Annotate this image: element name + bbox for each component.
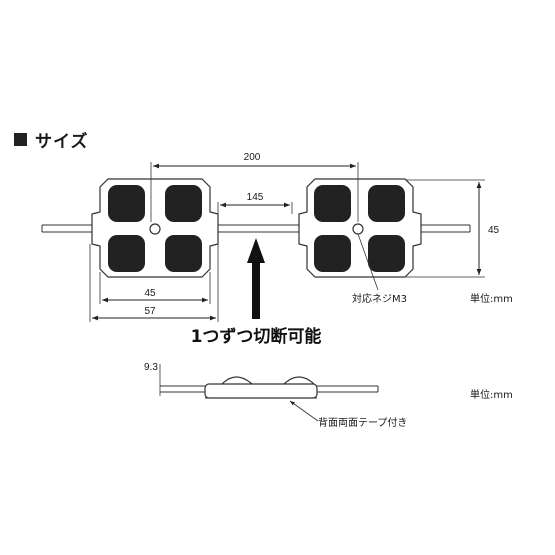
dimension-145-label: 145 xyxy=(247,192,264,203)
led-lens xyxy=(368,235,405,272)
led-lens xyxy=(108,235,145,272)
dimension-200: 200 xyxy=(150,152,359,222)
dimension-45-label: 45 xyxy=(144,288,156,299)
screw-hole xyxy=(352,223,364,235)
led-module-right xyxy=(298,178,422,278)
cut-label: 1つずつ切断可能 xyxy=(191,326,322,347)
dimension-57: 57 xyxy=(89,244,219,322)
dimension-45-height: 45 xyxy=(405,179,500,278)
side-view: 9.3 背面両面テープ付き xyxy=(144,362,407,429)
led-lens xyxy=(368,185,405,222)
cut-arrow-icon xyxy=(247,238,265,319)
led-lens xyxy=(165,235,202,272)
led-lens xyxy=(314,235,351,272)
dimension-thickness-label: 9.3 xyxy=(144,362,158,373)
screw-callout: 対応ネジM3 xyxy=(352,233,407,305)
dimension-200-label: 200 xyxy=(244,152,261,163)
screw-label: 対応ネジM3 xyxy=(352,292,407,305)
section-title: サイズ xyxy=(35,131,89,151)
led-lens xyxy=(165,185,202,222)
unit-label-top: 単位:mm xyxy=(470,292,513,305)
led-lens xyxy=(108,185,145,222)
dimension-145: 145 xyxy=(217,192,293,214)
dimension-45-width: 45 xyxy=(99,272,211,304)
led-module-left xyxy=(91,178,219,278)
dimension-height-label: 45 xyxy=(488,225,500,236)
unit-label-side: 単位:mm xyxy=(470,388,513,401)
tape-label: 背面両面テープ付き xyxy=(318,416,407,429)
black-square-icon xyxy=(14,132,27,146)
dimension-57-label: 57 xyxy=(144,306,156,317)
led-lens xyxy=(314,185,351,222)
screw-hole xyxy=(149,223,161,235)
section-heading: サイズ xyxy=(14,128,89,151)
